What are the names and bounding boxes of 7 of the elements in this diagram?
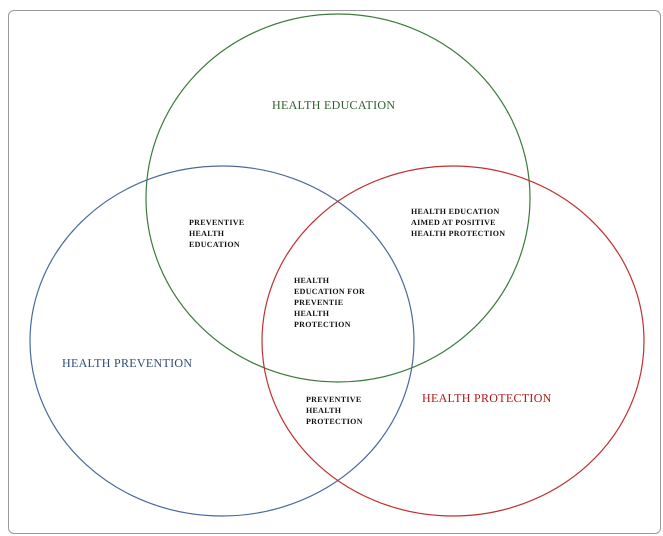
set-label: HEALTH PREVENTION (62, 356, 192, 371)
set-label: HEALTH PROTECTION (422, 391, 552, 406)
region-label: PREVENTIVE HEALTH EDUCATION (189, 217, 246, 250)
region-label: HEALTH EDUCATION FOR PREVENTIE HEALTH PROTECTION (294, 275, 366, 330)
region-label: PREVENTIVE HEALTH PROTECTION (306, 394, 364, 427)
region-label: HEALTH EDUCATION AIMED AT POSITIVE HEALTH PROTECTION (411, 206, 506, 239)
set-label: HEALTH EDUCATION (272, 98, 396, 113)
